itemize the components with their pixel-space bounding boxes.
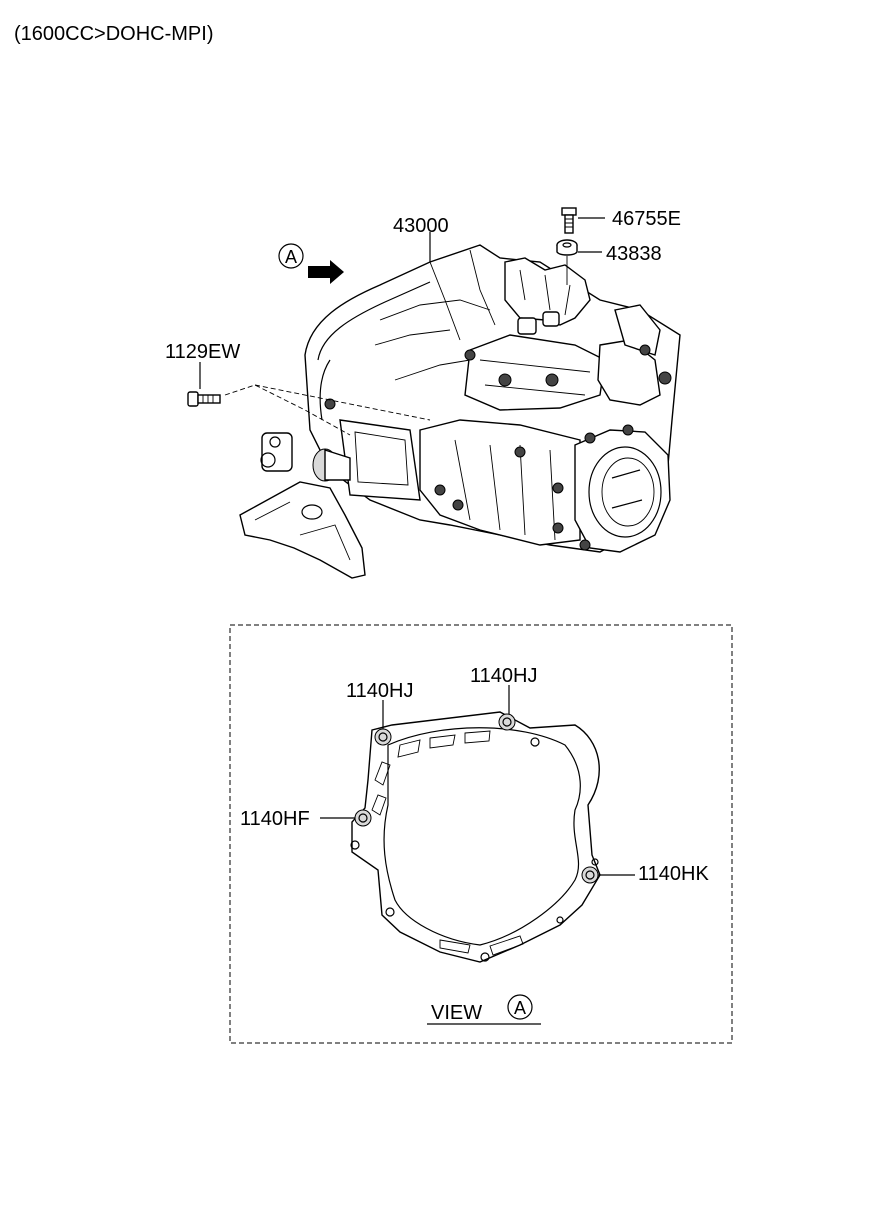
bolt-46755e-icon — [561, 207, 577, 234]
label-bolt-1129ew: 1129EW — [165, 341, 240, 363]
view-caption-circle — [507, 994, 533, 1020]
view-caption-letter: A — [514, 998, 526, 1018]
label-bolt-46755e: 46755E — [612, 208, 681, 230]
label-bolt-1140hj-right: 1140HJ — [470, 665, 537, 687]
bolt-hole-1140hj-right-icon — [498, 713, 516, 731]
engine-spec-title: (1600CC>DOHC-MPI) — [14, 23, 213, 45]
view-a-marker: A — [278, 243, 344, 284]
bolt-hole-1140hf-icon — [354, 809, 372, 827]
view-marker-circle — [278, 243, 304, 269]
label-bolt-1140hk: 1140HK — [638, 863, 709, 885]
label-bolt-1140hf: 1140HF — [240, 808, 310, 830]
view-caption-label: VIEW — [431, 1002, 482, 1024]
view-marker-letter: A — [285, 247, 297, 267]
bolt-hole-1140hj-left-icon — [374, 728, 392, 746]
bolt-1129ew-icon — [187, 391, 221, 407]
label-bolt-1140hj-left: 1140HJ — [346, 680, 413, 702]
label-transaxle-43000: 43000 — [393, 215, 449, 237]
view-direction-arrow-icon — [308, 260, 344, 284]
transaxle-assembly-illustration — [224, 244, 681, 579]
bolt-hole-1140hk-icon — [581, 866, 599, 884]
view-a-detail-box — [229, 624, 733, 1044]
bell-housing-outline — [350, 711, 601, 963]
washer-43838-icon — [556, 239, 578, 256]
label-washer-43838: 43838 — [606, 243, 662, 265]
